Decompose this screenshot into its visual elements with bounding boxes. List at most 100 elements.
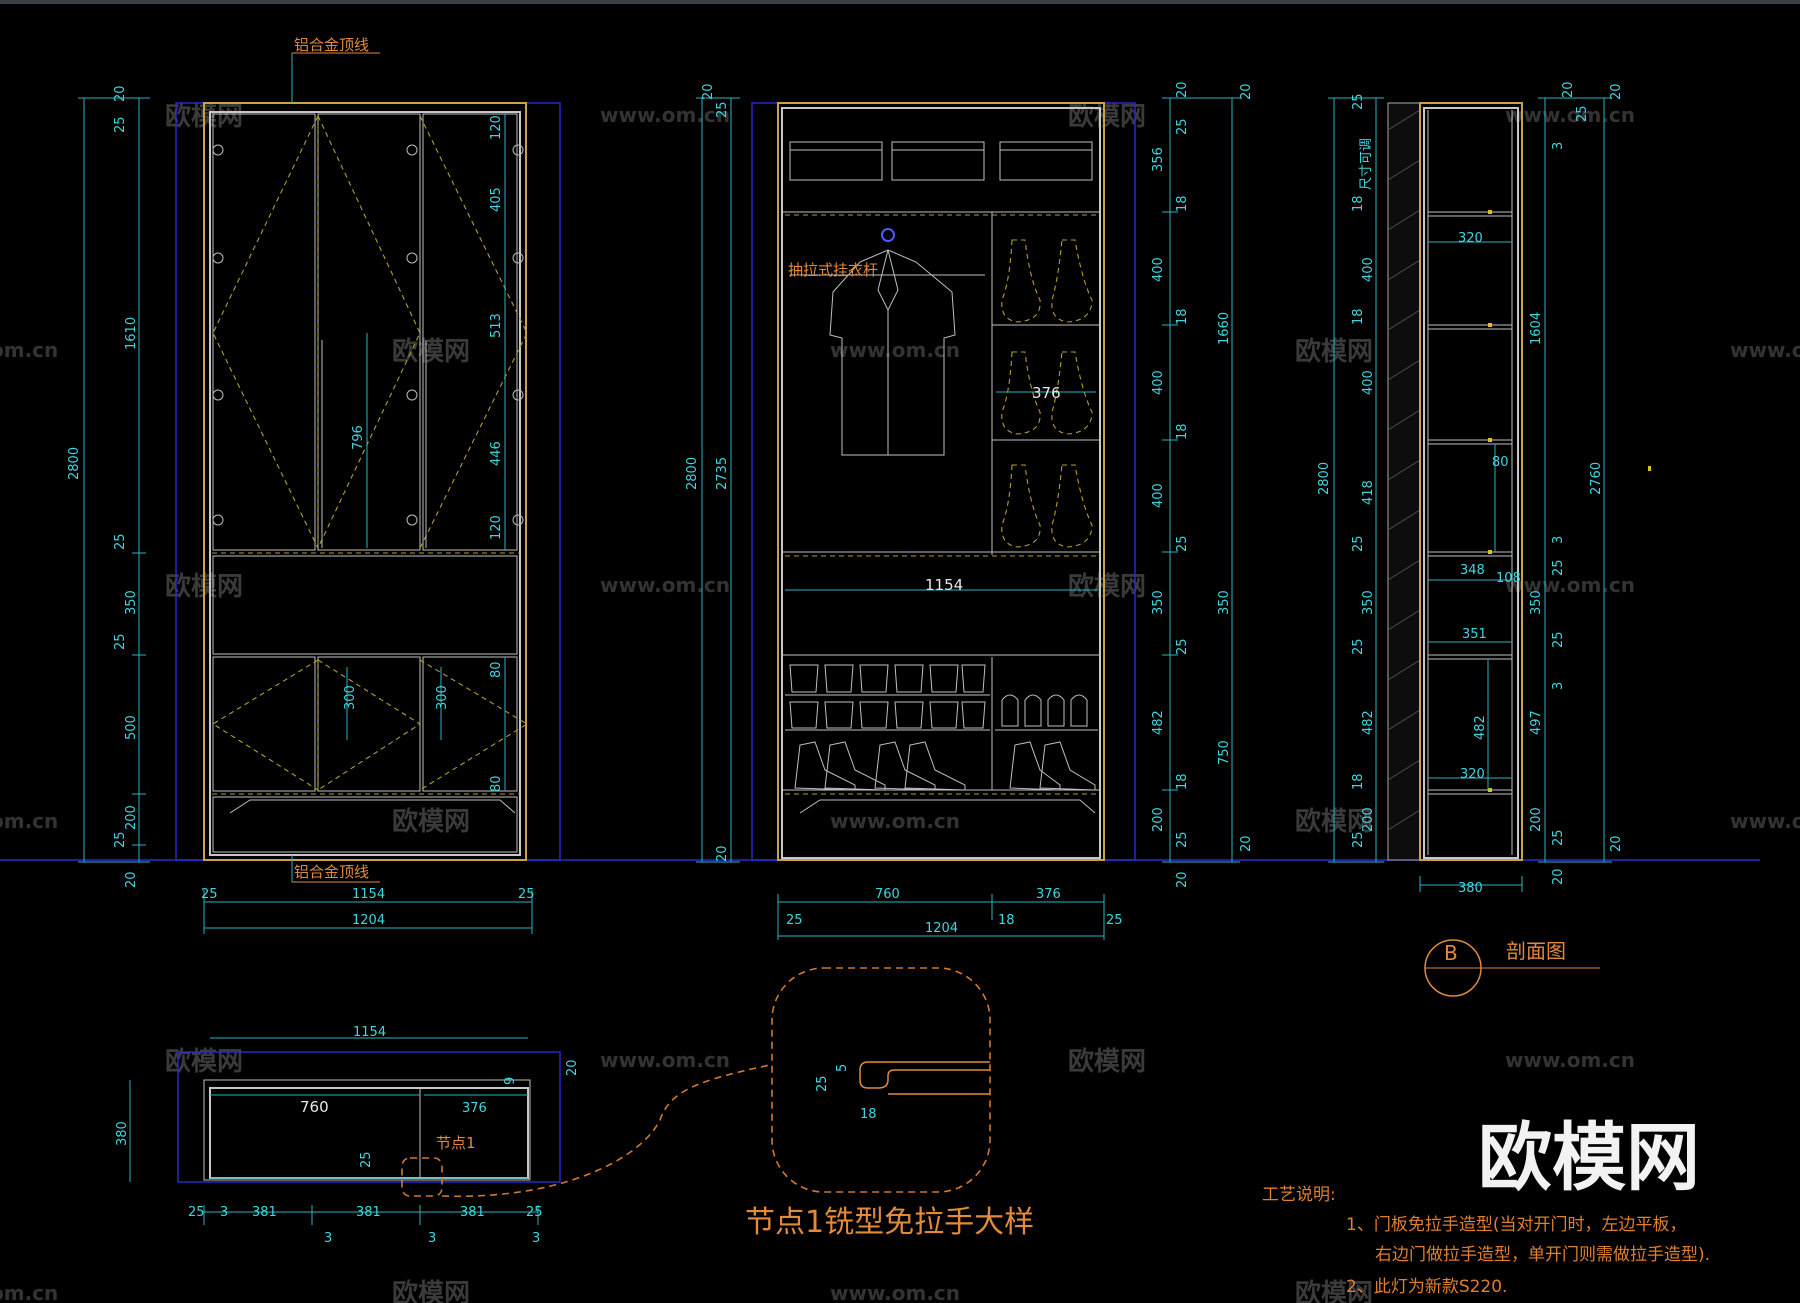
watermark: 欧模网 <box>1068 1046 1146 1077</box>
dim-label: 400 <box>1151 257 1166 282</box>
dim-label: 320 <box>1460 767 1485 782</box>
watermark: www.om.cn <box>1505 573 1635 597</box>
dim-label: 2735 <box>715 457 730 490</box>
cabinet-outline <box>1419 102 1523 861</box>
label-bottom-trim: 铝合金顶线 <box>294 863 369 881</box>
dim-label: 9 <box>503 1077 518 1085</box>
front-elevation[interactable]: 铝合金顶线 铝合金顶线 2800 20 25 1610 25 350 25 50… <box>67 36 561 934</box>
dim-label: 18 <box>1351 308 1366 325</box>
label-node-1: 节点1 <box>436 1134 476 1152</box>
storage-boxes <box>789 141 1093 181</box>
section-view[interactable]: 320 80 348 108 351 482 320 25 18 400 18 … <box>1317 81 1651 997</box>
dim-label: 80 <box>489 775 504 792</box>
watermark: 欧模网 <box>1068 571 1146 602</box>
interior-elevation[interactable]: 抽拉式挂衣杆 376 1154 <box>685 81 1254 940</box>
watermark: 欧模网 <box>165 1046 243 1077</box>
dim-label: 381 <box>460 1205 485 1220</box>
dim-label: 20 <box>1609 835 1624 852</box>
watermark: om.cn <box>0 1281 58 1303</box>
dim-label: 25 <box>518 887 535 902</box>
dim-label: 3 <box>220 1205 228 1220</box>
hanger-hook-icon <box>881 228 895 242</box>
plan-view[interactable]: 1154 760 376 380 9 20 25 节点1 25 3 381 38… <box>115 1025 771 1246</box>
dim-label: 200 <box>1361 807 1376 832</box>
lower-doors <box>211 656 529 792</box>
dim-label: 18 <box>1175 423 1190 440</box>
profile-outline <box>859 1061 990 1095</box>
watermark: www.om.cn <box>830 1281 960 1303</box>
node-detail[interactable]: 5 25 18 节点1铣型免拉手大样 <box>745 967 1034 1240</box>
dim-label: 200 <box>1529 807 1544 832</box>
watermark: 欧模网 <box>1068 101 1146 132</box>
dim-label: 120 <box>489 515 504 540</box>
dim-label: 482 <box>1151 710 1166 735</box>
dim-label: 350 <box>1529 590 1544 615</box>
dim-label: 3 <box>1551 682 1566 690</box>
dim-label: 350 <box>1217 590 1232 615</box>
open-niche <box>212 555 518 655</box>
dim-label: 20 <box>1551 868 1566 885</box>
dim-label: 380 <box>115 1121 130 1146</box>
dim-label: 20 <box>715 845 730 862</box>
dim-label: 25 <box>1175 638 1190 655</box>
dim-label: 300 <box>435 685 450 710</box>
dim-label: 1154 <box>353 1025 386 1040</box>
notes-heading: 工艺说明: <box>1262 1185 1336 1205</box>
dim-label: 20 <box>1561 81 1576 98</box>
cabinet-outline <box>777 102 1105 861</box>
dim-label: 25 <box>1351 93 1366 110</box>
brand-logo: 欧模网 <box>1478 1115 1700 1201</box>
dim-label: 350 <box>124 590 139 615</box>
dim-label: 482 <box>1473 715 1488 740</box>
dim-label: 25 <box>1551 559 1566 576</box>
watermark: www.om.cn <box>1505 1048 1635 1072</box>
dim-label: 400 <box>1151 483 1166 508</box>
dim-label: 418 <box>1361 480 1376 505</box>
dim-label: 1604 <box>1529 312 1544 345</box>
section-dimensions-right <box>1538 97 1612 863</box>
dim-label: 25 <box>1351 535 1366 552</box>
dim-label: 25 <box>526 1205 543 1220</box>
watermark: om.cn <box>0 809 58 833</box>
dim-label: 380 <box>1458 881 1483 896</box>
dim-label: 796 <box>351 425 366 450</box>
dim-label: 20 <box>1175 871 1190 888</box>
node-detail-frame <box>771 967 991 1193</box>
dim-label: 18 <box>1351 773 1366 790</box>
label-adjustable: 尺寸可调 <box>1359 138 1374 190</box>
dim-label: 1610 <box>124 317 139 350</box>
watermark: www.om.cn <box>1505 103 1635 127</box>
watermark: www.om.cn <box>830 809 960 833</box>
dim-label: 25 <box>188 1205 205 1220</box>
dim-label: 25 <box>113 633 128 650</box>
dim-label: 3 <box>1551 142 1566 150</box>
interior-dimensions-bottom <box>777 894 1105 940</box>
dim-label: 376 <box>462 1101 487 1116</box>
dim-label: 356 <box>1151 147 1166 172</box>
dim-label: 25 <box>359 1151 374 1168</box>
dim-label: 20 <box>124 871 139 888</box>
watermark: www.om.cn <box>600 1048 730 1072</box>
dim-label: 18 <box>998 913 1015 928</box>
coat-icon <box>829 249 956 456</box>
hinge-dots <box>212 144 524 526</box>
notes-line: 右边门做拉手造型，单开门则需做拉手造型). <box>1375 1245 1710 1265</box>
dim-label: 80 <box>1492 455 1509 470</box>
dim-label: 1154 <box>925 576 963 594</box>
dim-label: 760 <box>300 1098 329 1116</box>
dim-label: 2800 <box>1317 462 1332 495</box>
dim-label: 20 <box>1609 83 1624 100</box>
dim-label: 750 <box>1217 740 1232 765</box>
cabinet-carcass <box>1423 107 1519 859</box>
dim-label: 381 <box>356 1205 381 1220</box>
dim-label: 400 <box>1361 257 1376 282</box>
cabinet-outline <box>203 102 527 861</box>
notes-line: 1、门板免拉手造型(当对开门时，左边平板， <box>1346 1215 1686 1235</box>
interior-dimensions-right <box>1162 97 1240 863</box>
watermark: om.cn <box>0 338 58 362</box>
dim-label: 350 <box>1361 590 1376 615</box>
dim-label: 400 <box>1151 370 1166 395</box>
label-hanging-rod: 抽拉式挂衣杆 <box>788 261 878 279</box>
dim-label: 25 <box>1351 638 1366 655</box>
